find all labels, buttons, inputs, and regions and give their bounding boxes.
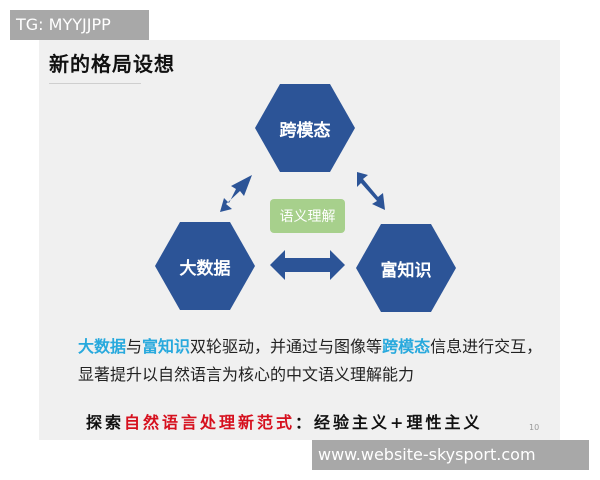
highlight-cross-modal: 跨模态 [382, 337, 431, 356]
hexagon-label: 富知识 [380, 260, 432, 281]
motto-part: 探索 [86, 413, 125, 432]
desc-text: 信息进行交互，显著提升以自然语言为核心的中文语义理解能力 [78, 337, 543, 384]
hexagon-label: 大数据 [179, 258, 231, 279]
description-text: 大数据与富知识双轮驱动，并通过与图像等跨模态信息进行交互，显著提升以自然语言为核… [78, 333, 548, 389]
arrow-left-top-icon [220, 175, 252, 212]
slide-title: 新的格局设想 [49, 52, 175, 76]
hexagon-label: 跨模态 [279, 120, 331, 141]
title-divider [49, 83, 141, 84]
desc-text: 与 [126, 337, 143, 356]
center-label: 语义理解 [279, 209, 336, 225]
page-number: 10 [529, 423, 540, 432]
arrow-left-right-icon [270, 250, 345, 280]
desc-text: 双轮驱动，并通过与图像等 [190, 337, 383, 356]
watermark-bottom: www.website-skysport.com [312, 440, 589, 470]
arrow-top-right-icon [357, 172, 385, 210]
highlight-big-data: 大数据 [78, 337, 127, 356]
highlight-rich-knowledge: 富知识 [142, 337, 191, 356]
motto-part: ：经验主义+理性主义 [295, 413, 483, 432]
motto-text: 探索自然语言处理新范式：经验主义+理性主义 [86, 409, 482, 433]
watermark-top: TG: MYYJJPP [10, 10, 149, 40]
center-box-semantic-understanding: 语义理解 [270, 199, 345, 233]
motto-red-part: 自然语言处理新范式 [124, 413, 296, 432]
